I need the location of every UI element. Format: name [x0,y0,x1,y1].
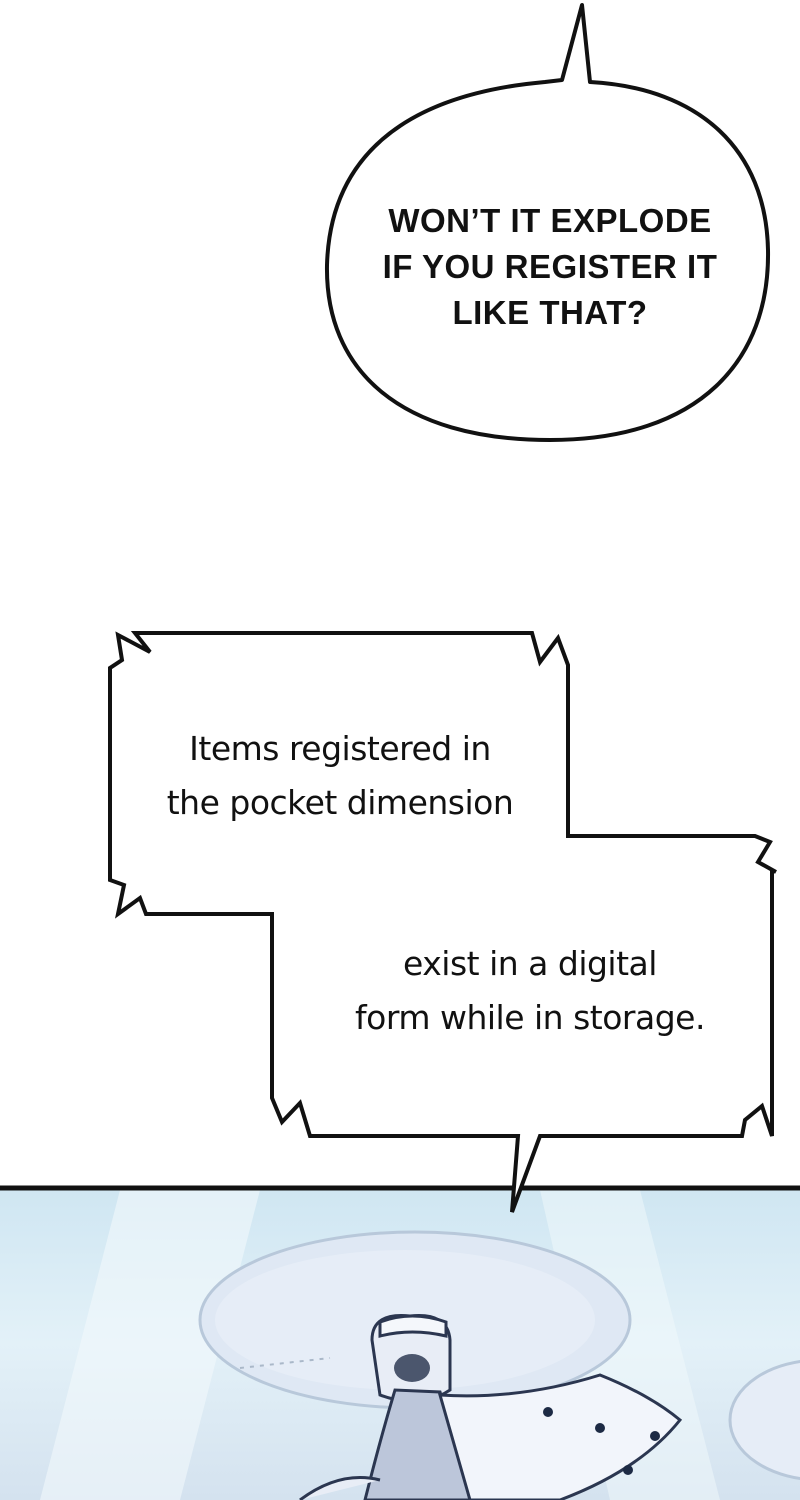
narration-line-4: form while in storage. [355,998,705,1037]
scene-illustration [0,1185,800,1500]
narration-line-1: Items registered in [189,729,491,768]
narration-text-top: Items registered in the pocket dimension [160,722,520,830]
narration-line-3: exist in a digital [403,944,657,983]
speech-bubble-outline [324,3,771,442]
speech-line-2: IF YOU REGISTER IT [382,248,718,285]
speech-bubble-text: WON’T IT EXPLODE IF YOU REGISTER IT LIKE… [360,198,740,336]
narration-box-outline [108,631,777,1213]
speech-line-1: WON’T IT EXPLODE [388,202,712,239]
narration-line-2: the pocket dimension [166,783,514,822]
robot-figure [299,1314,683,1500]
narration-text-bottom: exist in a digital form while in storage… [340,937,720,1045]
speech-line-3: LIKE THAT? [452,294,648,331]
